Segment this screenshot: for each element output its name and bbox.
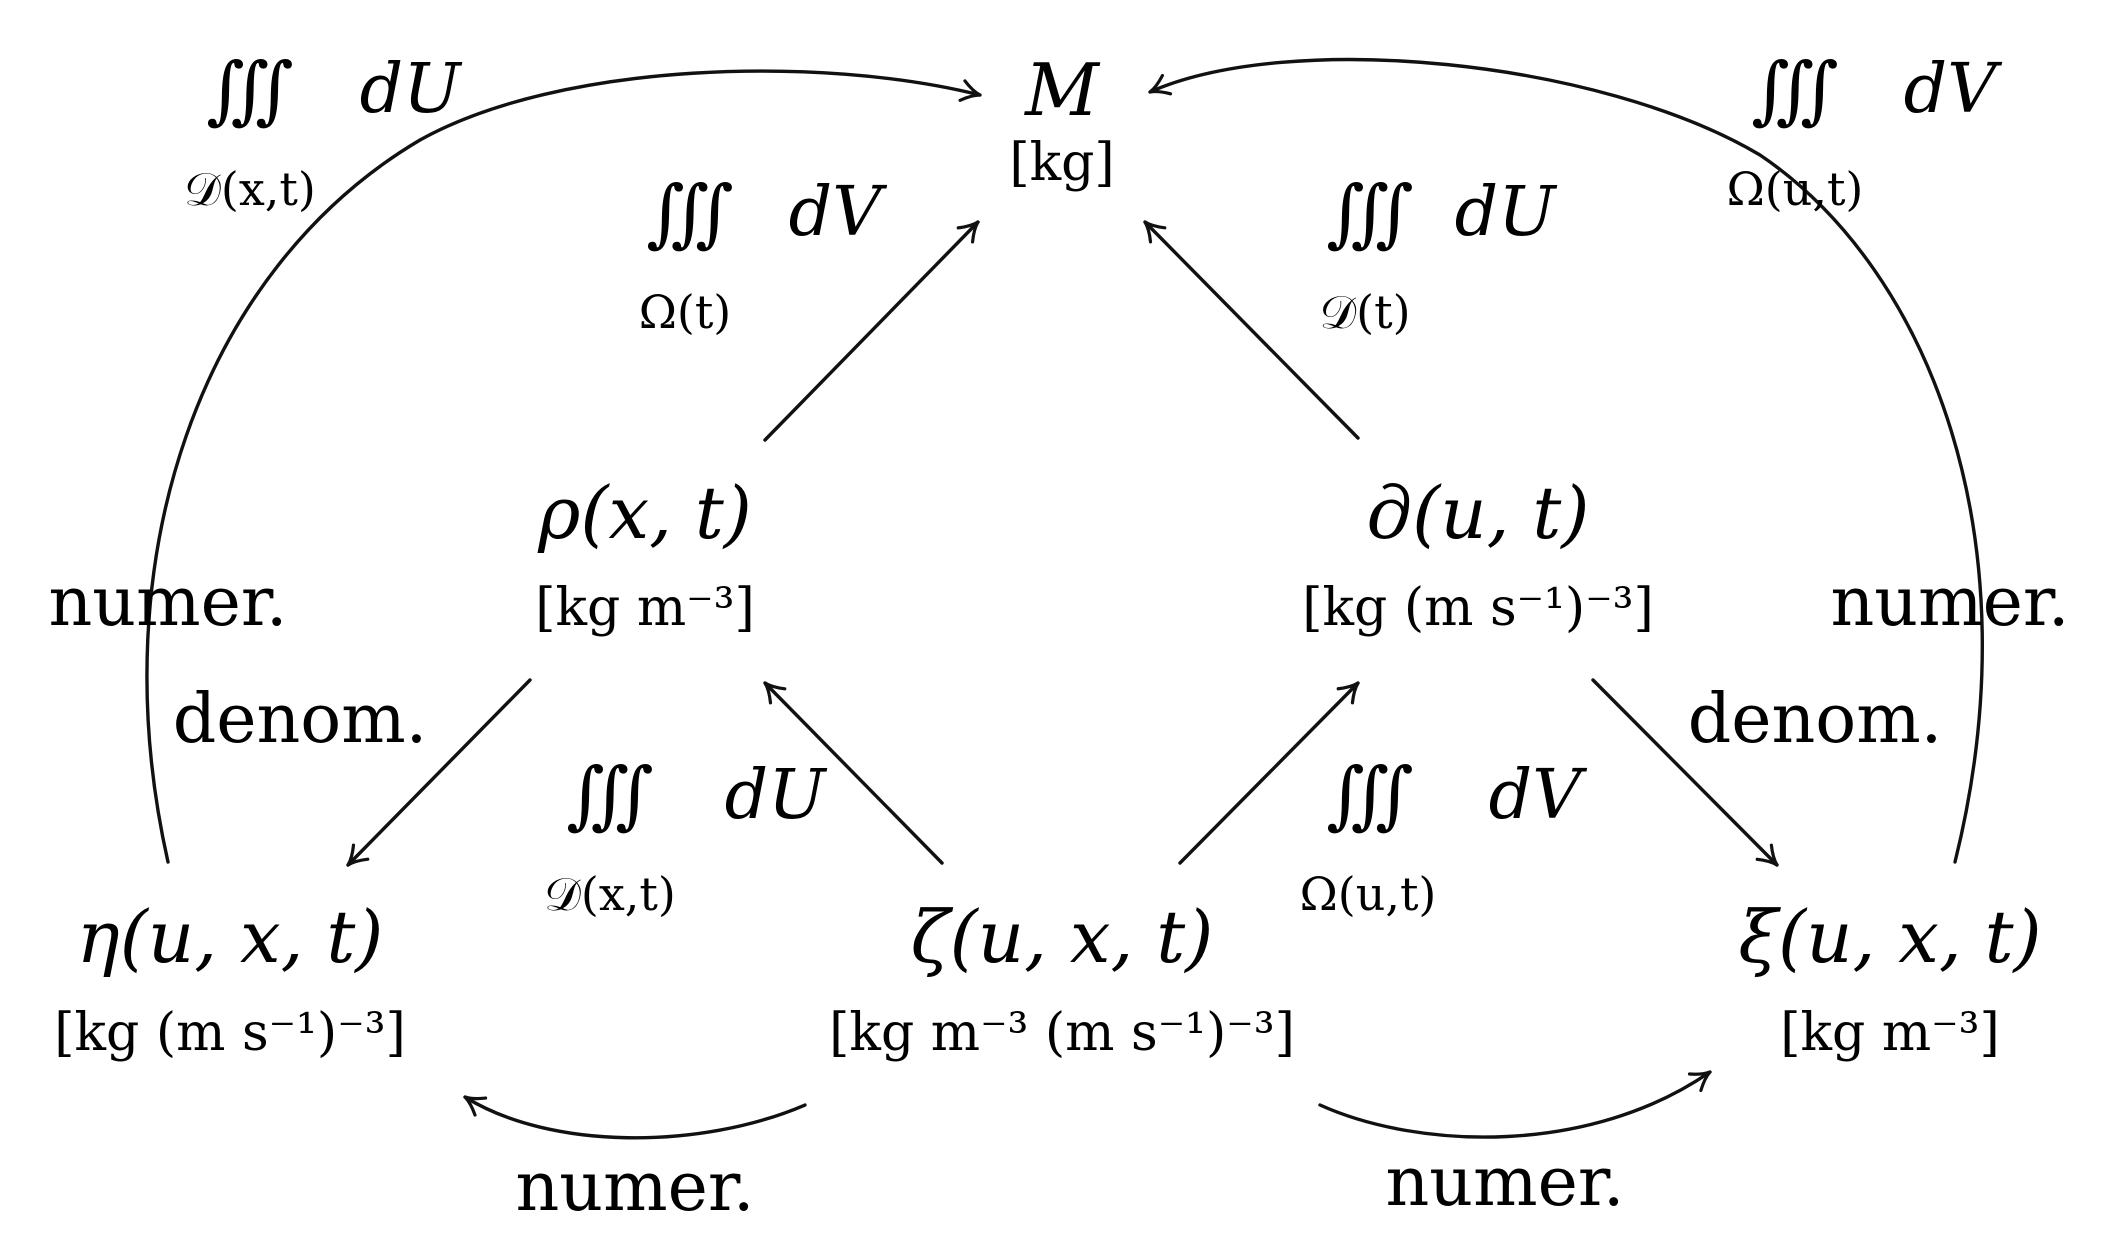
node-xi-symbol: ξ(u, x, t) — [1738, 895, 2041, 979]
label-numer-left: numer. — [49, 563, 288, 642]
integral-sign: ∭ — [1326, 752, 1413, 838]
integral-de-to-M: ∭ dU 𝒟(t) — [1319, 170, 1558, 339]
node-de: д(u, t) [kg (m s⁻¹)⁻³] — [1302, 471, 1654, 638]
arrow-zeta-to-eta — [463, 1095, 807, 1140]
integral-domain: Ω(u,t) — [1727, 162, 1864, 216]
label-numer-right: numer. — [1831, 563, 2070, 642]
node-xi: ξ(u, x, t) [kg m⁻³] — [1738, 895, 2041, 1063]
label-denom-left: denom. — [173, 680, 428, 759]
node-zeta-unit: [kg m⁻³ (m s⁻¹)⁻³] — [829, 1003, 1295, 1063]
node-zeta-symbol: ζ(u, x, t) — [911, 895, 1214, 979]
arrow-eta-to-M — [145, 69, 982, 864]
integral-sign: ∭ — [1326, 170, 1413, 256]
label-denom-right: denom. — [1688, 680, 1943, 759]
node-M-unit: [kg] — [1009, 133, 1114, 193]
integral-xi-to-M: ∭ dV Ω(u,t) — [1727, 47, 2003, 216]
arrow-de-to-xi — [1591, 678, 1779, 867]
arrow-zeta-to-rho — [763, 681, 944, 865]
node-eta-unit: [kg (m s⁻¹)⁻³] — [54, 1003, 406, 1063]
node-zeta: ζ(u, x, t) [kg m⁻³ (m s⁻¹)⁻³] — [829, 895, 1295, 1063]
arrow-rho-to-M — [763, 220, 980, 442]
integral-domain: 𝒟(x,t) — [184, 162, 316, 216]
node-M-symbol: M — [1023, 48, 1101, 132]
integral-domain: 𝒟(t) — [1319, 285, 1410, 339]
integral-zeta-to-de: ∭ dV Ω(u,t) — [1300, 752, 1588, 921]
arrow-zeta-to-xi — [1318, 1070, 1712, 1139]
integral-sign: ∭ — [566, 752, 653, 838]
integral-differential: dU — [725, 756, 829, 835]
integral-differential: dV — [1904, 50, 2003, 129]
label-numer-bottom-right: numer. — [1386, 1143, 1625, 1222]
node-eta: η(u, x, t) [kg (m s⁻¹)⁻³] — [54, 895, 406, 1063]
arrow-de-to-M — [1143, 220, 1360, 440]
integral-domain: 𝒟(x,t) — [544, 867, 676, 921]
node-de-unit: [kg (m s⁻¹)⁻³] — [1302, 578, 1654, 638]
integral-domain: Ω(t) — [639, 285, 732, 339]
integral-differential: dU — [360, 50, 464, 129]
integral-zeta-to-rho: ∭ dU 𝒟(x,t) — [544, 752, 828, 921]
arrow-zeta-to-de — [1178, 681, 1360, 865]
node-rho-symbol: ρ(x, t) — [537, 471, 752, 555]
node-rho: ρ(x, t) [kg m⁻³] — [535, 471, 755, 638]
label-numer-bottom-left: numer. — [516, 1148, 755, 1227]
node-de-symbol: д(u, t) — [1367, 471, 1590, 555]
integral-sign: ∭ — [1751, 47, 1838, 133]
arrow-rho-to-eta — [346, 678, 532, 867]
integral-sign: ∭ — [206, 47, 293, 133]
integral-domain: Ω(u,t) — [1300, 867, 1437, 921]
node-rho-unit: [kg m⁻³] — [535, 578, 755, 638]
node-eta-symbol: η(u, x, t) — [77, 895, 384, 979]
integral-differential: dV — [789, 173, 888, 252]
integral-sign: ∭ — [646, 170, 733, 256]
node-M: M [kg] — [1009, 48, 1114, 193]
arrow-xi-to-M — [1148, 57, 1984, 864]
integral-rho-to-M: ∭ dV Ω(t) — [639, 170, 887, 339]
integral-eta-to-M: ∭ dU 𝒟(x,t) — [184, 47, 463, 216]
integral-differential: dU — [1455, 173, 1559, 252]
node-xi-unit: [kg m⁻³] — [1780, 1003, 2000, 1063]
integral-differential: dV — [1489, 756, 1588, 835]
